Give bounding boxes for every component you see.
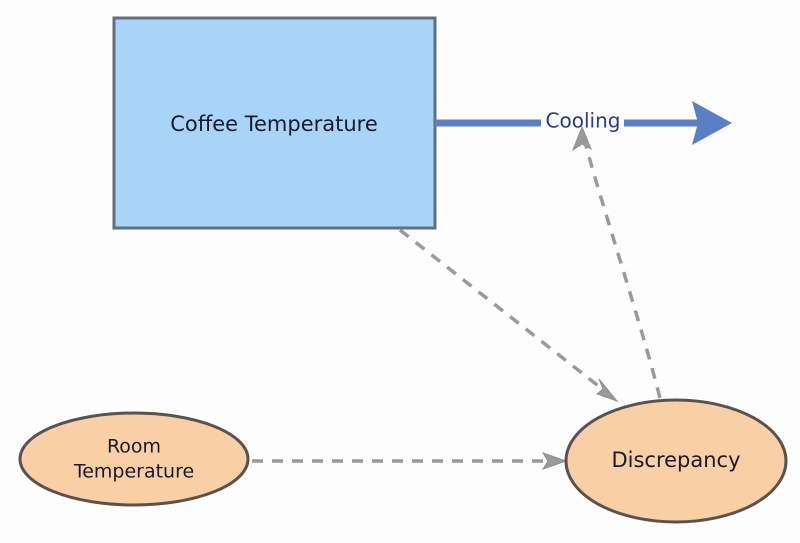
arrowhead-icon xyxy=(596,378,619,403)
node-discrepancy[interactable]: Discrepancy xyxy=(564,398,788,524)
node-label-room-temperature-line1: Room xyxy=(107,436,161,458)
causal-link-discrepancy-to-cooling[interactable] xyxy=(571,125,662,399)
variable-ellipse xyxy=(564,398,788,524)
stock-rectangle xyxy=(112,16,437,230)
node-coffee-temperature[interactable]: Coffee Temperature xyxy=(112,16,437,230)
causal-link-coffee-to-discrepancy[interactable] xyxy=(398,228,619,403)
causal-link-room-to-discrepancy[interactable] xyxy=(252,452,568,470)
flow-cooling[interactable]: Cooling xyxy=(435,101,732,145)
arrowhead-icon xyxy=(571,125,593,152)
node-label-discrepancy: Discrepancy xyxy=(611,448,740,472)
node-label-coffee-temperature: Coffee Temperature xyxy=(170,112,378,136)
arrowhead-icon xyxy=(541,452,568,470)
variable-ellipse xyxy=(18,411,250,507)
flow-arrowhead-icon xyxy=(692,101,732,145)
causal-link-line xyxy=(398,228,608,394)
node-room-temperature[interactable]: Room Temperature xyxy=(18,411,250,507)
flow-label-cooling: Cooling xyxy=(546,109,621,133)
node-label-room-temperature-line2: Temperature xyxy=(73,461,194,483)
causal-link-line xyxy=(584,145,662,399)
